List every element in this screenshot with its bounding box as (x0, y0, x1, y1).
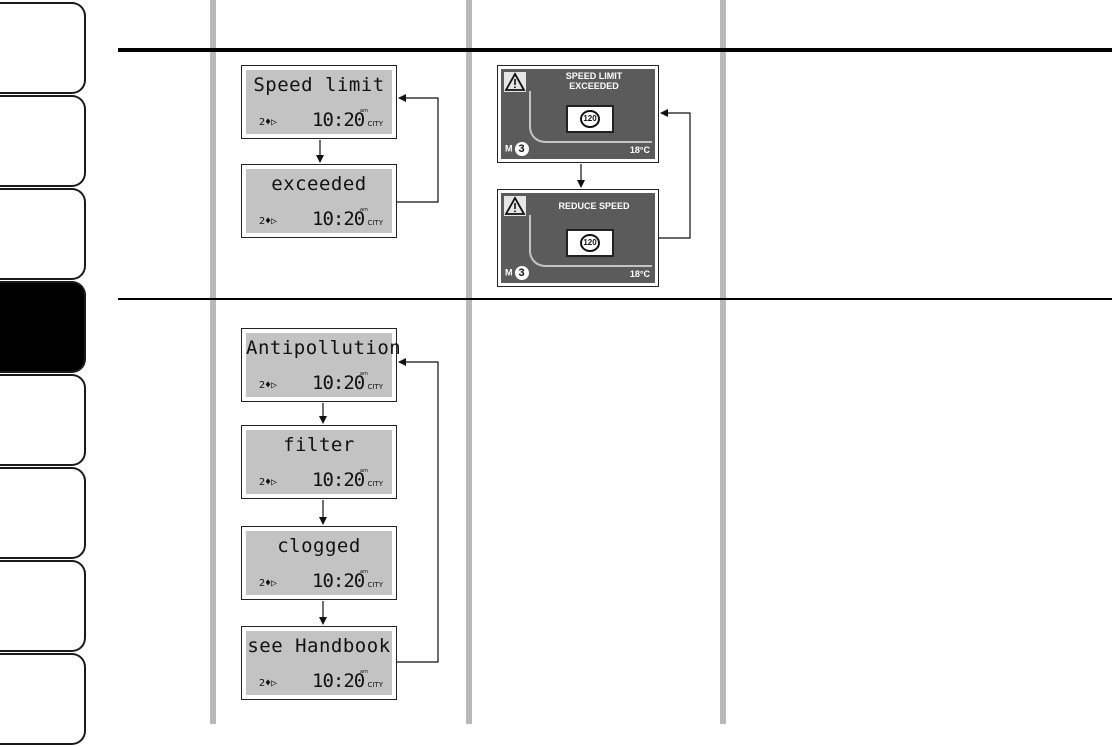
arrow-loop-back (397, 362, 438, 662)
arrow-loop-back (397, 98, 438, 202)
arrow-loop-back (659, 113, 690, 238)
